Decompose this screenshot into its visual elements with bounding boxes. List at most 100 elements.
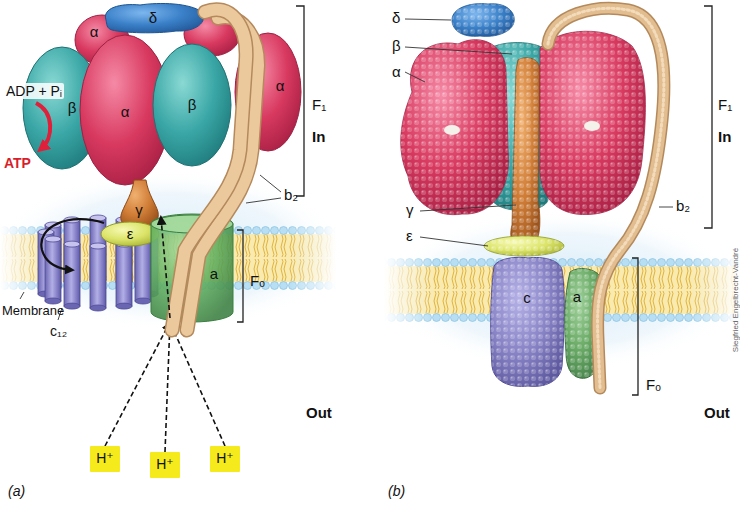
subunit-label: ε [406, 227, 413, 244]
c-ring-cylinders [135, 236, 151, 304]
c-ring-model-outline [491, 257, 565, 386]
proton-channel-arrow [161, 218, 170, 318]
credit-watermark-slot: Siegfried Engelbrecht-Vandré [724, 248, 740, 352]
panel-label: (a) [8, 483, 25, 499]
sector-label-slot: F₁ [312, 96, 326, 114]
peripheral-stalk [172, 10, 246, 330]
c-ring-cylinders [45, 236, 61, 304]
leader-line [420, 205, 516, 211]
proton-box: H⁺ [90, 446, 120, 472]
space-filling-model [401, 4, 646, 256]
c-ring-cylinders [116, 241, 132, 309]
c-ring-model: c [488, 256, 566, 388]
gamma-subunit-text: γ [135, 202, 143, 219]
proton-box-outline [150, 452, 180, 478]
space-filling-model [511, 58, 540, 250]
delta-subunit: δ [100, 2, 206, 34]
peripheral-stalk [187, 17, 258, 330]
membrane-dome [0, 170, 345, 330]
space-filling-model [452, 4, 514, 37]
subunit-label: c₁₂ [50, 323, 67, 339]
sector-label-slot: Fₒ [646, 376, 661, 394]
space-filling-model [444, 125, 460, 135]
rotation-arrow [41, 219, 104, 270]
a-subunit-outline [151, 214, 233, 322]
synthesis-arrow [36, 103, 50, 149]
space-filling-model [484, 236, 564, 256]
sector-bracket [704, 6, 712, 228]
side-label-slot: In [312, 128, 325, 146]
a-subunit-model-texture [565, 269, 603, 379]
membrane-label: Membrane [2, 303, 64, 318]
leader-line [420, 237, 488, 246]
reactant-label-slot: ADP + Pᵢ [4, 82, 64, 100]
subunit-label-slot: ε [406, 227, 413, 245]
proton-box: H⁺ [210, 446, 240, 472]
subunit-label-slot: β [392, 37, 401, 55]
c-ring-model-outline [491, 257, 565, 386]
leader-line [405, 72, 425, 82]
c-ring-model-shape [488, 256, 566, 388]
space-filling-model [484, 236, 564, 256]
epsilon-subunit-text: ε [127, 226, 134, 243]
side-label: Out [306, 404, 332, 421]
proton-box: H⁺ [150, 452, 180, 478]
proton-box-text: H⁺ [96, 451, 114, 466]
peripheral-stalk [172, 10, 246, 330]
panel-label-slot: (a) [8, 482, 25, 500]
beta-subunit-outline [153, 44, 231, 166]
sector-label-slot: F₁ [718, 96, 732, 114]
a-subunit-model-shape [562, 266, 604, 380]
panel-label-slot: (b) [388, 482, 405, 500]
peripheral-stalk [187, 17, 258, 330]
alpha-subunit-outline [235, 33, 301, 151]
leader-line [405, 47, 512, 54]
subunit-label: b₂ [676, 197, 690, 214]
subunit-label: β [392, 37, 401, 54]
a-subunit-model-outline [565, 269, 603, 379]
c-ring-cylinders [64, 241, 80, 309]
delta-subunit-outline [105, 3, 203, 32]
epsilon-subunit-outline [101, 222, 159, 246]
subunit-label-slot: δ [392, 9, 400, 27]
proton-box-outline [90, 446, 120, 472]
subunit-label-slot: b₂ [676, 197, 690, 215]
alpha-subunit-outline [235, 33, 301, 151]
leader-line [659, 207, 673, 208]
leader-line [405, 19, 451, 20]
proton-box-outline [210, 446, 240, 472]
space-filling-model [401, 40, 509, 215]
space-filling-model [540, 31, 646, 214]
sector-label: F₁ [312, 96, 326, 113]
leader-line [260, 175, 281, 192]
rotation-arrow [41, 219, 104, 270]
proton-box-outline [210, 446, 240, 472]
leader-line [246, 198, 281, 203]
alpha-subunit-text: α [276, 78, 285, 95]
space-filling-model [511, 58, 540, 250]
subunit-label-slot: γ [406, 201, 414, 219]
alpha-subunit-text: α [90, 24, 99, 41]
leader-line [20, 19, 673, 320]
subunit-label: δ [392, 9, 400, 26]
space-filling-model [540, 31, 646, 214]
delta-subunit-text: δ [149, 10, 157, 27]
proton-box-text: H⁺ [216, 451, 234, 466]
side-label-slot: Out [704, 404, 730, 422]
subunit-label: b₂ [284, 186, 298, 203]
sector-label: Fₒ [250, 272, 265, 289]
subunit-label: γ [406, 201, 414, 218]
sector-bracket [237, 6, 712, 395]
sector-label-slot: Fₒ [250, 272, 265, 290]
membrane-label-slot: Membrane [2, 301, 64, 319]
subunit-label-slot: c₁₂ [50, 322, 67, 340]
a-subunit-outline [151, 214, 233, 322]
product-label: ATP [2, 155, 33, 171]
proton-box-outline [150, 452, 180, 478]
side-label: In [718, 128, 731, 145]
sector-label: F₁ [718, 96, 732, 113]
sector-bracket [237, 230, 243, 322]
side-label-slot: In [718, 128, 731, 146]
